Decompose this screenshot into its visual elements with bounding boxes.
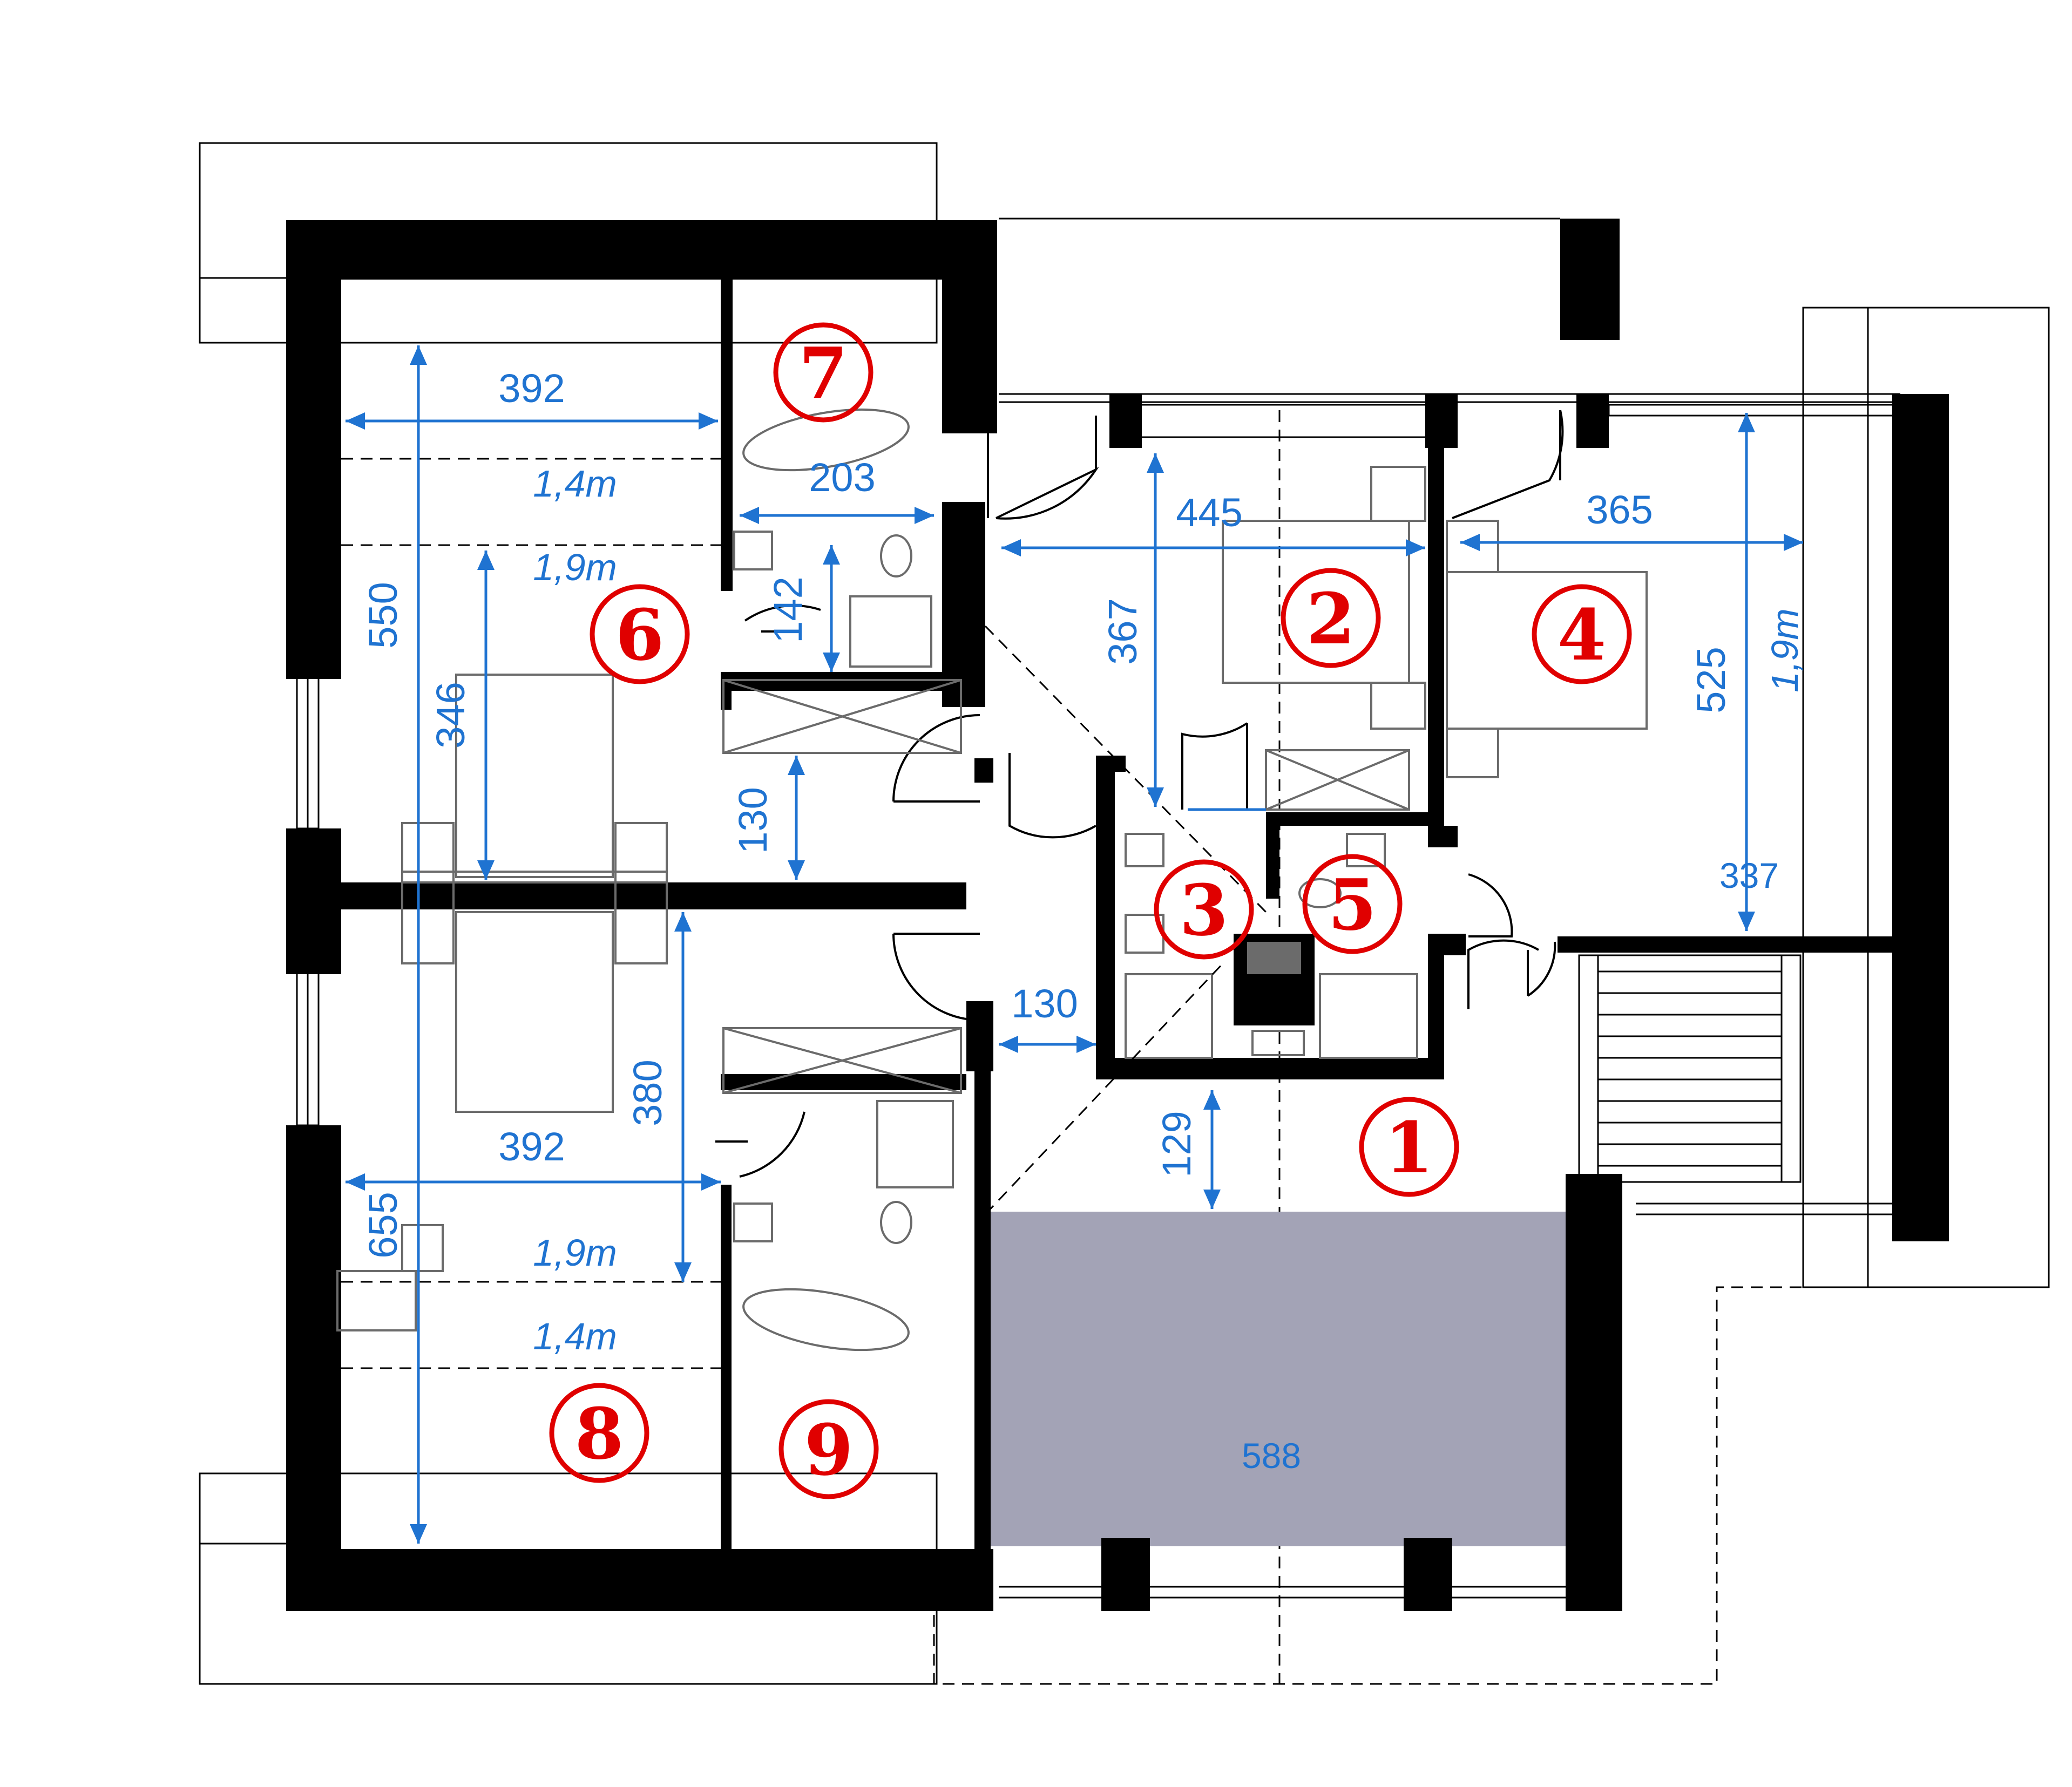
- dim-588: 588: [1242, 1436, 1301, 1476]
- dim-346: 346: [428, 682, 473, 748]
- svg-text:5: 5: [1328, 864, 1377, 946]
- svg-text:9: 9: [804, 1409, 853, 1491]
- room-badge-5: 5: [1302, 854, 1403, 954]
- dim-392-bottom: 392: [498, 1124, 565, 1169]
- dim-367: 367: [1100, 598, 1145, 664]
- dim-130-left: 130: [730, 787, 775, 853]
- svg-text:4: 4: [1558, 594, 1606, 676]
- dim-525: 525: [1689, 647, 1734, 713]
- height-14-bottom: 1,4m: [533, 1315, 617, 1357]
- height-19-top: 1,9m: [533, 546, 617, 588]
- height-14-top: 1,4m: [533, 463, 617, 505]
- dim-337: 337: [1719, 855, 1779, 895]
- dim-130-mid: 130: [1011, 981, 1078, 1026]
- room-numbers: 1 2 3 4 5 6 7 8: [549, 322, 1632, 1499]
- dim-655: 655: [361, 1192, 405, 1258]
- dim-203: 203: [809, 455, 875, 500]
- furniture: [336, 408, 1802, 1351]
- svg-text:8: 8: [575, 1392, 624, 1475]
- svg-text:6: 6: [615, 594, 664, 676]
- svg-text:1: 1: [1385, 1106, 1433, 1189]
- room-badge-4: 4: [1532, 584, 1632, 684]
- dim-142: 142: [766, 576, 810, 643]
- room-badge-8: 8: [549, 1383, 649, 1483]
- doors: [715, 410, 1564, 1178]
- svg-text:3: 3: [1180, 869, 1228, 952]
- room-badge-6: 6: [590, 584, 690, 684]
- room-badge-7: 7: [773, 322, 874, 423]
- height-19-bottom: 1,9m: [533, 1232, 617, 1274]
- room-badge-9: 9: [778, 1399, 879, 1499]
- height-labels: 1,4m 1,9m 1,9m 1,9m 1,4m: [533, 463, 1806, 1357]
- svg-text:7: 7: [799, 332, 848, 415]
- room-badge-1: 1: [1359, 1097, 1459, 1197]
- dimension-labels: 392 203 550 346 142 130 130 445 367 365 …: [361, 366, 1779, 1476]
- dim-550: 550: [361, 582, 405, 648]
- room-badge-3: 3: [1154, 859, 1254, 960]
- dim-380: 380: [625, 1059, 670, 1126]
- walls: [286, 219, 1949, 1611]
- dim-365: 365: [1586, 487, 1653, 532]
- height-19-right: 1,9m: [1764, 608, 1806, 692]
- dim-129: 129: [1154, 1111, 1199, 1177]
- svg-text:2: 2: [1306, 577, 1355, 660]
- dimension-lines: [346, 345, 1803, 1544]
- dim-445: 445: [1176, 490, 1242, 535]
- room-badge-2: 2: [1281, 568, 1381, 668]
- dim-392-top: 392: [498, 366, 565, 411]
- terrace-area: [989, 1212, 1571, 1546]
